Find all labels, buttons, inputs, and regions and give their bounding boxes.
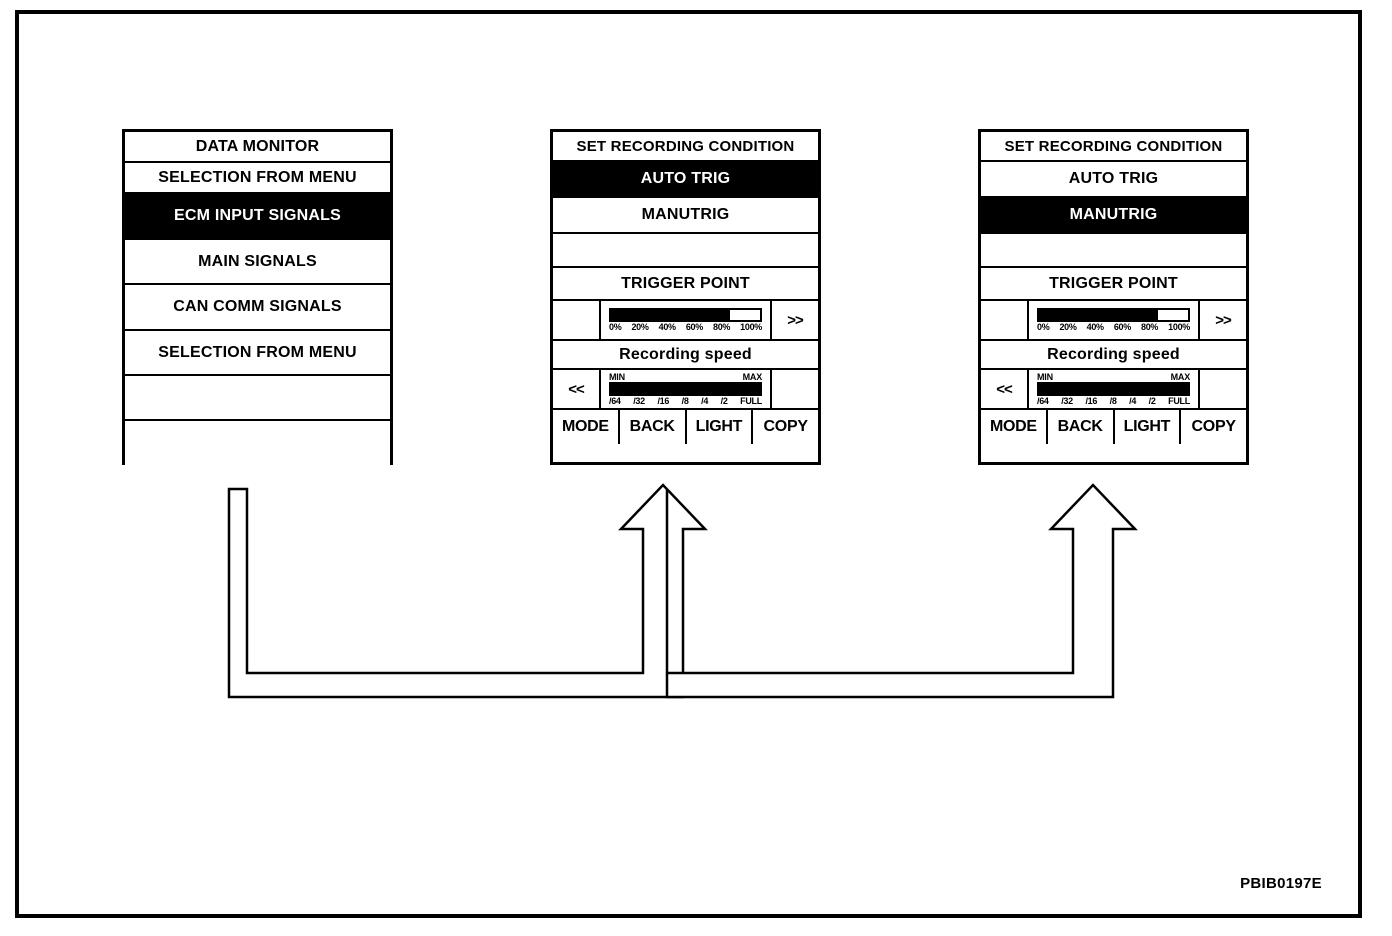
trigger-point-fill	[611, 310, 731, 320]
recording-speed-scale: /64 /32 /16 /8 /4 /2 FULL	[1037, 396, 1190, 407]
speed-scale-tick: /32	[633, 396, 645, 406]
speed-scale-tick: /64	[1037, 396, 1049, 406]
recording-speed-fill	[611, 384, 760, 394]
speed-min-label: MIN	[1037, 372, 1053, 382]
panel-set-recording-condition-auto: SET RECORDING CONDITION AUTO TRIG MANUTR…	[550, 129, 821, 465]
recording-manu-speed-meter[interactable]: MIN MAX /64 /32 /16 /8 /4 /2 FULL	[1029, 370, 1198, 408]
recording-manu-speed-right-cell	[1198, 370, 1246, 408]
panel-set-recording-condition-manu: SET RECORDING CONDITION AUTO TRIG MANUTR…	[978, 129, 1249, 465]
recording-manu-trigger-left-cell	[981, 301, 1029, 339]
menu-row-can-comm-signals[interactable]: CAN COMM SIGNALS	[125, 285, 390, 331]
recording-speed-fill	[1039, 384, 1188, 394]
trigger-scale-tick: 100%	[1168, 322, 1190, 332]
recording-auto-option-manu-trig[interactable]: MANUTRIG	[553, 198, 818, 234]
menu-row-empty-2[interactable]	[125, 421, 390, 466]
recording-speed-track[interactable]	[609, 382, 762, 396]
recording-manu-option-auto-trig[interactable]: AUTO TRIG	[981, 162, 1246, 198]
menu-row-selection-from-menu-top[interactable]: SELECTION FROM MENU	[125, 163, 390, 194]
recording-manu-title: SET RECORDING CONDITION	[981, 132, 1246, 162]
menu-row-empty-1[interactable]	[125, 376, 390, 421]
recording-auto-recording-speed-label: Recording speed	[553, 341, 818, 370]
trigger-point-scale: 0% 20% 40% 60% 80% 100%	[1037, 322, 1190, 333]
recording-auto-next-button[interactable]: >>	[770, 301, 818, 339]
trigger-scale-tick: 80%	[1140, 322, 1159, 332]
recording-auto-speed-row: << MIN MAX /64 /32 /16 /8 /4 /2 FULL	[553, 370, 818, 410]
speed-scale-tick: /2	[720, 396, 728, 406]
speed-max-label: MAX	[1170, 372, 1191, 382]
trigger-scale-tick: 0%	[609, 322, 622, 332]
recording-auto-button-strip: MODE BACK LIGHT COPY	[553, 410, 818, 444]
button-back[interactable]: BACK	[1048, 410, 1115, 444]
recording-manu-trigger-meter[interactable]: 0% 20% 40% 60% 80% 100%	[1029, 301, 1198, 339]
recording-manu-recording-speed-label: Recording speed	[981, 341, 1246, 370]
menu-row-main-signals[interactable]: MAIN SIGNALS	[125, 240, 390, 285]
menu-row-data-monitor: DATA MONITOR	[125, 132, 390, 163]
recording-manu-trigger-point-label: TRIGGER POINT	[981, 268, 1246, 301]
recording-manu-speed-row: << MIN MAX /64 /32 /16 /8 /4 /2 FULL	[981, 370, 1246, 410]
figure-frame: DATA MONITOR SELECTION FROM MENU ECM INP…	[15, 10, 1362, 918]
recording-manu-blank-row	[981, 234, 1246, 268]
recording-auto-trigger-meter[interactable]: 0% 20% 40% 60% 80% 100%	[601, 301, 770, 339]
recording-auto-blank-row	[553, 234, 818, 268]
speed-scale-tick: /2	[1148, 396, 1156, 406]
recording-auto-speed-right-cell	[770, 370, 818, 408]
trigger-scale-tick: 80%	[712, 322, 731, 332]
speed-scale-tick: /4	[701, 396, 709, 406]
recording-manu-button-strip: MODE BACK LIGHT COPY	[981, 410, 1246, 444]
trigger-point-track[interactable]	[609, 308, 762, 322]
speed-meter-endcaps: MIN MAX	[609, 372, 762, 382]
menu-row-selection-from-menu-bottom[interactable]: SELECTION FROM MENU	[125, 331, 390, 376]
speed-min-label: MIN	[609, 372, 625, 382]
trigger-scale-tick: 60%	[1113, 322, 1131, 332]
speed-scale-tick: /64	[609, 396, 621, 406]
button-copy[interactable]: COPY	[1191, 418, 1236, 435]
recording-manu-prev-button[interactable]: <<	[981, 370, 1029, 408]
trigger-scale-tick: 60%	[685, 322, 703, 332]
trigger-scale-tick: 20%	[1059, 322, 1077, 332]
button-back[interactable]: BACK	[620, 410, 687, 444]
recording-auto-prev-button[interactable]: <<	[553, 370, 601, 408]
panel-data-monitor: DATA MONITOR SELECTION FROM MENU ECM INP…	[122, 129, 393, 466]
speed-max-label: MAX	[742, 372, 763, 382]
recording-manu-next-button[interactable]: >>	[1198, 301, 1246, 339]
recording-manu-option-manu-trig[interactable]: MANUTRIG	[981, 198, 1246, 234]
trigger-scale-tick: 20%	[631, 322, 649, 332]
menu-row-ecm-input-signals[interactable]: ECM INPUT SIGNALS	[125, 194, 390, 240]
button-mode[interactable]: MODE	[981, 410, 1048, 444]
button-light[interactable]: LIGHT	[1115, 410, 1182, 444]
recording-auto-trigger-point-row: 0% 20% 40% 60% 80% 100% >>	[553, 301, 818, 341]
recording-speed-scale: /64 /32 /16 /8 /4 /2 FULL	[609, 396, 762, 407]
button-light[interactable]: LIGHT	[687, 410, 754, 444]
recording-auto-option-auto-trig[interactable]: AUTO TRIG	[553, 162, 818, 198]
recording-auto-trigger-point-label: TRIGGER POINT	[553, 268, 818, 301]
speed-scale-tick: FULL	[1168, 396, 1190, 406]
trigger-scale-tick: 40%	[1086, 322, 1104, 332]
figure-caption-code: PBIB0197E	[1240, 875, 1322, 892]
trigger-point-track[interactable]	[1037, 308, 1190, 322]
trigger-scale-tick: 100%	[740, 322, 762, 332]
speed-scale-tick: /16	[657, 396, 670, 406]
speed-scale-tick: /8	[1109, 396, 1117, 406]
button-copy[interactable]: COPY	[763, 418, 808, 435]
speed-meter-endcaps: MIN MAX	[1037, 372, 1190, 382]
button-mode[interactable]: MODE	[553, 410, 620, 444]
speed-scale-tick: /4	[1129, 396, 1137, 406]
recording-auto-speed-meter[interactable]: MIN MAX /64 /32 /16 /8 /4 /2 FULL	[601, 370, 770, 408]
trigger-scale-tick: 40%	[658, 322, 676, 332]
recording-speed-track[interactable]	[1037, 382, 1190, 396]
speed-scale-tick: FULL	[740, 396, 762, 406]
speed-scale-tick: /8	[681, 396, 689, 406]
trigger-scale-tick: 0%	[1037, 322, 1050, 332]
recording-auto-trigger-left-cell	[553, 301, 601, 339]
speed-scale-tick: /16	[1085, 396, 1098, 406]
trigger-point-fill	[1039, 310, 1159, 320]
recording-manu-trigger-point-row: 0% 20% 40% 60% 80% 100% >>	[981, 301, 1246, 341]
trigger-point-scale: 0% 20% 40% 60% 80% 100%	[609, 322, 762, 333]
recording-auto-title: SET RECORDING CONDITION	[553, 132, 818, 162]
speed-scale-tick: /32	[1061, 396, 1073, 406]
